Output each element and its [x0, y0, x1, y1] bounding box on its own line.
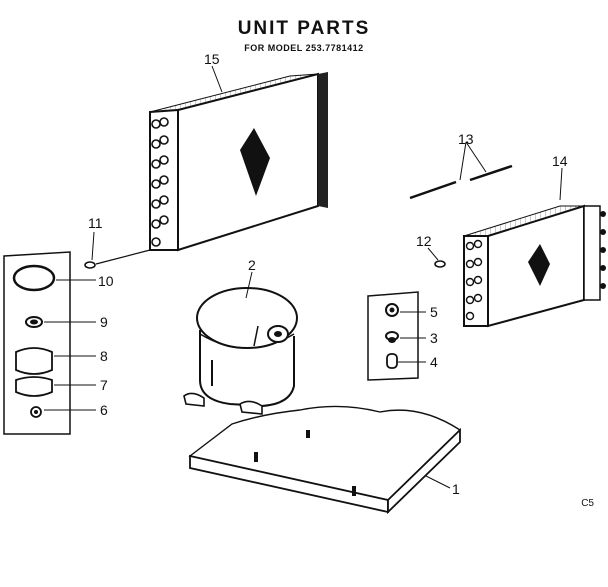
evaporator-coil [95, 72, 328, 265]
diagram-title: UNIT PARTS [237, 18, 371, 39]
capillary-tubes [409, 141, 513, 200]
callout-4: 4 [430, 354, 438, 370]
callout-8: 8 [100, 348, 108, 364]
leader-15 [211, 65, 223, 93]
model-subtitle: FOR MODEL 253.7781412 [244, 43, 364, 53]
callout-11: 11 [88, 215, 103, 231]
leader-14 [559, 167, 563, 201]
callout-7: 7 [100, 377, 108, 393]
callout-13: 13 [458, 131, 474, 147]
diagram-code: C5 [581, 498, 594, 509]
callout-14: 14 [552, 153, 568, 169]
callout-3: 3 [430, 330, 438, 346]
condenser-coil [463, 204, 606, 328]
callout-1: 1 [452, 481, 460, 497]
callout-15: 15 [204, 51, 220, 67]
callout-10: 10 [98, 273, 114, 289]
compressor [183, 271, 298, 415]
callout-5: 5 [430, 304, 438, 320]
callout-9: 9 [100, 314, 108, 330]
base-tray [188, 405, 462, 515]
callout-12: 12 [416, 233, 432, 249]
fitting-12 [427, 247, 446, 268]
accessory-panel [3, 251, 96, 435]
valve-panel [367, 291, 426, 381]
callout-2: 2 [248, 257, 256, 273]
fitting-11 [84, 231, 96, 269]
callout-6: 6 [100, 402, 108, 418]
